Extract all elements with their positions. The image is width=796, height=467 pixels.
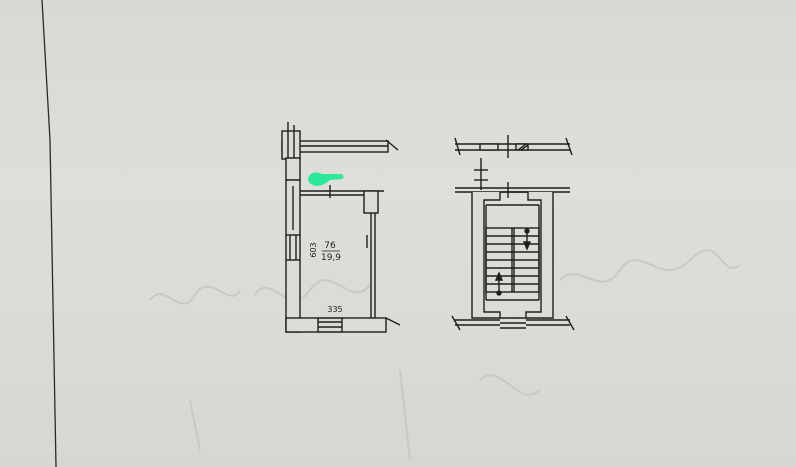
faint-handwriting	[149, 249, 741, 461]
room-number-label: 76	[324, 241, 336, 251]
paper-edge-line	[41, 0, 57, 467]
stairwell-plan	[451, 135, 575, 331]
room-area-label: 19,9	[321, 253, 341, 263]
room-plan	[281, 122, 401, 333]
room-length-label: 603	[309, 242, 318, 257]
highlight-marker	[308, 172, 344, 187]
room-width-label: 335	[327, 305, 342, 314]
